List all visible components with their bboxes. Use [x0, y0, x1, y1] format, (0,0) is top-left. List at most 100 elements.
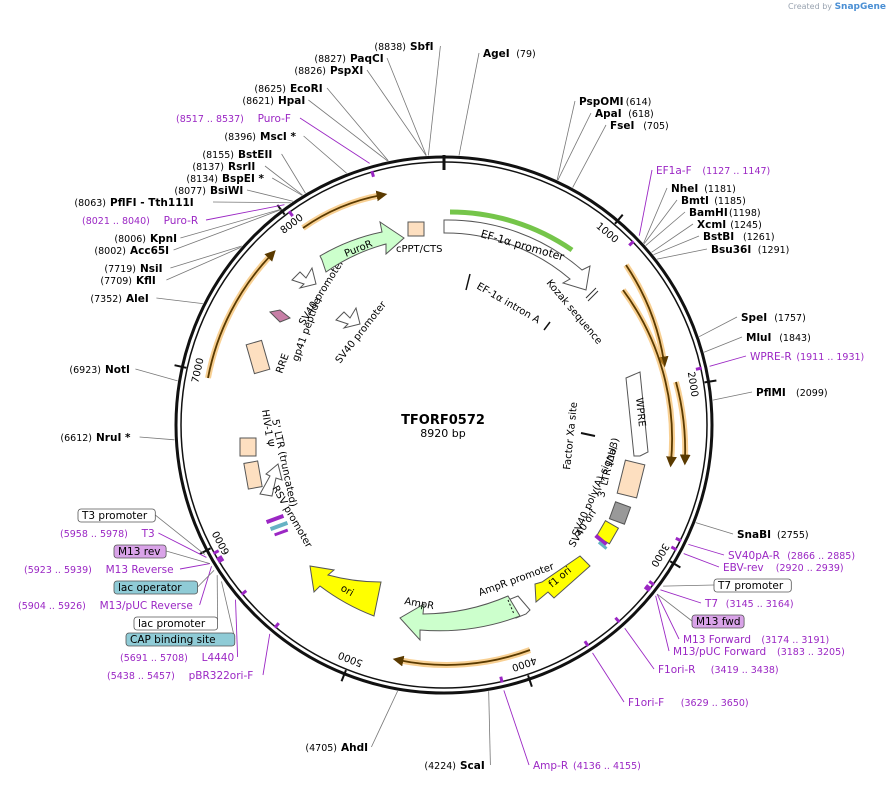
sv40-promoter-2-arrow	[335, 306, 361, 329]
primer-position: (5438 .. 5457)	[107, 671, 175, 682]
enzyme-site: (8838)SbfI	[374, 41, 433, 53]
primer-name: L4440	[202, 652, 235, 664]
primer-mark	[240, 589, 248, 596]
primer-name: EF1a-F	[656, 165, 692, 177]
primer-site: pBR322ori-F(5438 .. 5457)	[107, 670, 253, 682]
primer-position: (3183 .. 3205)	[777, 647, 845, 658]
enzyme-leader	[656, 248, 708, 260]
primer-name: M13 Reverse	[106, 564, 174, 576]
primer-name: T7	[704, 598, 718, 610]
enzyme-leader	[173, 209, 282, 251]
enzyme-site: (1181)NheI	[671, 183, 736, 195]
primer-position: (8517 .. 8537)	[176, 114, 244, 125]
enzyme-position: (8625)	[254, 84, 286, 95]
cppt-label: cPPT/CTS	[396, 244, 442, 255]
enzyme-name: NruI *	[96, 432, 131, 444]
box-leader	[663, 584, 715, 587]
primer-mark	[645, 584, 652, 591]
primer-leader	[262, 633, 271, 676]
enzyme-site: (705)FseI	[610, 120, 669, 132]
wpre-arrow	[625, 371, 649, 457]
orf-arc-puro-line	[302, 190, 388, 229]
enzyme-position: (8077)	[174, 186, 206, 197]
primer-name: M13/pUC Reverse	[100, 600, 193, 612]
f1-ori-arrow	[534, 555, 591, 604]
enzyme-position: (6923)	[69, 365, 101, 376]
primer-name: Puro-R	[164, 215, 199, 227]
enzyme-position: (705)	[643, 121, 669, 132]
enzyme-name: PspXI	[330, 65, 363, 77]
enzyme-position: (8826)	[294, 66, 326, 77]
snapgene-logo-text: SnapGene	[834, 2, 886, 12]
tick-mark	[704, 379, 717, 384]
enzyme-name: PaqCI	[350, 53, 384, 65]
feature-tag: T3 promoter	[77, 508, 156, 523]
enzyme-site: (6612)NruI *	[60, 432, 131, 444]
enzyme-leader	[703, 336, 743, 353]
primer-leader	[503, 690, 530, 766]
enzyme-name: SbfI	[410, 41, 434, 53]
enzyme-site: (618)ApaI	[595, 108, 654, 120]
enzyme-site: (8396)MscI *	[224, 131, 296, 143]
enzyme-name: Bsu36I	[711, 244, 751, 256]
orf-arc-right-1-line	[625, 264, 669, 368]
primer-leader	[638, 169, 653, 236]
enzyme-position: (1843)	[779, 333, 811, 344]
primer-leader	[199, 566, 212, 606]
enzyme-name: BspEI *	[222, 173, 265, 185]
enzyme-site: (7719)NsiI	[104, 263, 162, 275]
enzyme-leader	[572, 124, 607, 188]
feature-tag-label: T3 promoter	[81, 510, 148, 522]
ori-arrow	[309, 565, 382, 617]
feature-tag-label: M13 rev	[118, 546, 161, 558]
primer-mark	[370, 170, 375, 178]
enzyme-name: EcoRI	[290, 83, 323, 95]
feature-tag-label: lac operator	[118, 582, 182, 594]
enzyme-site: (8006)KpnI	[114, 233, 177, 245]
cppt-box	[407, 221, 425, 237]
enzyme-site: (1843) MluI	[746, 332, 811, 344]
enzyme-leader	[180, 208, 283, 239]
enzyme-leader	[139, 436, 175, 441]
kozak-mark	[585, 287, 599, 302]
enzyme-leader	[366, 69, 427, 156]
enzyme-name: MluI	[746, 332, 771, 344]
enzyme-leader	[246, 189, 294, 202]
enzyme-position: (8396)	[224, 132, 256, 143]
enzyme-leader	[488, 691, 491, 766]
primer-mark	[583, 640, 590, 647]
enzyme-name: AgeI	[483, 48, 510, 60]
enzyme-position: (79)	[516, 49, 536, 60]
enzyme-name: PflMI	[756, 387, 786, 399]
primer-site: T3(5958 .. 5978)	[60, 528, 155, 540]
factor-xa-label: Factor Xa site	[562, 402, 580, 471]
primer-name: M13/pUC Forward	[673, 646, 766, 658]
feature-tag-box	[691, 614, 745, 629]
rre-box	[245, 339, 271, 375]
primer-leader	[660, 589, 702, 604]
enzyme-name: KflI	[136, 275, 156, 287]
enzyme-leader	[303, 135, 347, 174]
enzyme-name: XcmI	[697, 219, 726, 231]
enzyme-leader	[371, 690, 398, 748]
enzyme-site: (8134)BspEI *	[186, 173, 264, 185]
enzyme-leader	[458, 52, 480, 156]
primer-mark	[670, 545, 678, 552]
enzyme-leader	[135, 368, 178, 382]
primer-site: Amp-R(4136 .. 4155)	[533, 760, 641, 772]
orf-arc-puro	[301, 192, 383, 231]
enzyme-name: AleI	[126, 293, 149, 305]
factor-xa-mark	[580, 432, 596, 437]
primer-site: Puro-F(8517 .. 8537)	[176, 113, 291, 125]
enzyme-site: (1757)SpeI	[741, 312, 806, 324]
primer-position: (3145 .. 3164)	[726, 599, 794, 610]
primer-mark	[212, 549, 220, 555]
primer-mark	[643, 585, 651, 592]
enzyme-position: (7352)	[90, 294, 122, 305]
enzyme-position: (7709)	[100, 276, 132, 287]
primer-leader	[709, 355, 747, 367]
feature-tag-box	[113, 580, 198, 595]
enzyme-leader	[170, 245, 242, 269]
primer-mark	[499, 676, 504, 683]
primer-name: WPRE-R	[750, 351, 792, 363]
